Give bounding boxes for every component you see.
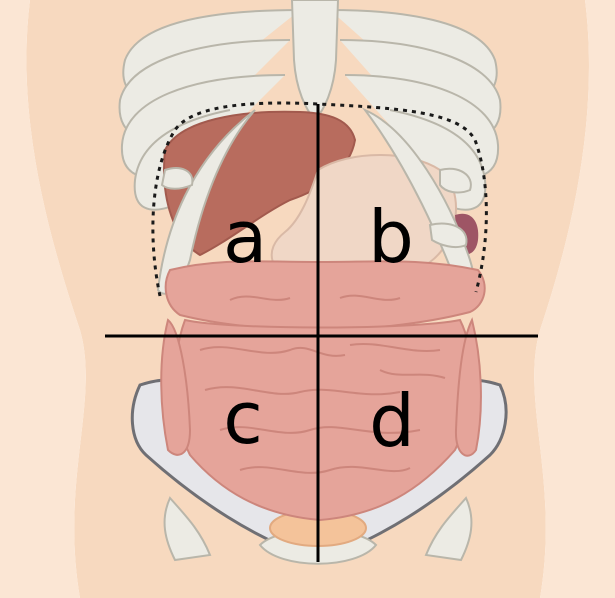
ascending-colon: [160, 318, 192, 456]
quadrant-label-b: b: [368, 195, 414, 279]
quadrant-label-c: c: [223, 376, 263, 460]
quadrant-label-a: a: [223, 195, 267, 279]
torso-right-shadow: [534, 0, 615, 598]
quadrant-label-d: d: [369, 379, 415, 463]
torso-left-shadow: [0, 0, 86, 598]
intestines: [160, 260, 486, 522]
hip-bone-left: [163, 496, 212, 562]
hip-bone-right: [424, 496, 473, 562]
intestine-loops: [199, 294, 446, 474]
rib: [439, 167, 472, 194]
descending-colon: [454, 317, 482, 457]
rib: [428, 222, 468, 249]
costal-margin-outline: [151, 101, 488, 297]
transverse-colon: [164, 260, 486, 332]
small-intestine-mass: [174, 318, 473, 522]
rib: [160, 167, 194, 190]
